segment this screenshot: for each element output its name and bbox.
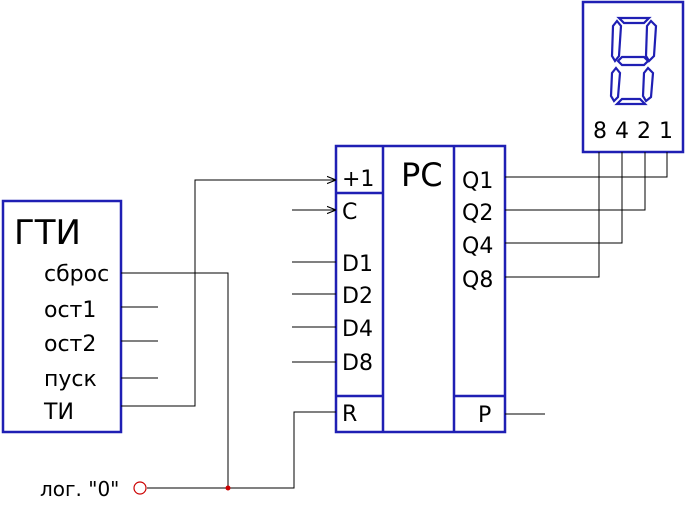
display-weight-8: 8 [593, 119, 607, 144]
wire-q4-to-display [505, 152, 623, 244]
counter-pin-d1: D1 [342, 252, 373, 277]
junction-dot [225, 485, 231, 491]
gti-pin-reset: сброс [44, 262, 109, 287]
seven-segment-display: 8 4 2 1 [581, 0, 685, 154]
wires [121, 152, 668, 489]
display-weight-2: 2 [637, 119, 651, 144]
logic-zero-label: лог. "0" [40, 477, 119, 501]
gti-pin-ost2: ост2 [44, 332, 96, 357]
segment-g [616, 55, 650, 67]
gti-title: ГТИ [14, 213, 81, 253]
wire-q1-to-display [505, 152, 668, 178]
counter-pin-q2: Q2 [462, 201, 493, 226]
counter-pin-d2: D2 [342, 284, 373, 309]
wire-zero-to-r [147, 411, 336, 489]
counter-pin-plus1: +1 [342, 167, 374, 192]
counter-pin-r: R [342, 402, 357, 427]
counter-block: РС +1 C D1 D2 D4 D8 R Q1 Q2 Q4 Q8 P [334, 144, 507, 434]
counter-pin-d8: D8 [342, 351, 373, 376]
segment-b [644, 19, 658, 63]
wire-reset-to-zero [121, 272, 229, 488]
gti-pin-ti: ТИ [43, 400, 74, 425]
gti-pin-start: пуск [44, 367, 97, 392]
segment-d [614, 97, 648, 106]
counter-pin-q8: Q8 [462, 268, 493, 293]
gti-block: ГТИ сброс ост1 ост2 пуск ТИ [1, 199, 123, 434]
counter-pin-q1: Q1 [462, 169, 493, 194]
counter-pin-c: C [342, 200, 357, 225]
counter-pin-q4: Q4 [462, 234, 493, 259]
display-body [581, 0, 685, 154]
display-weight-1: 1 [659, 119, 673, 144]
segment-c [641, 66, 655, 103]
wire-ti-to-plus1 [121, 180, 336, 407]
wire-q8-to-display [505, 152, 600, 278]
gti-body [1, 199, 123, 434]
segment-f [610, 19, 623, 63]
counter-title: РС [401, 156, 443, 194]
segment-a [616, 16, 652, 25]
gti-pin-ost1: ост1 [44, 298, 96, 323]
display-weight-4: 4 [615, 119, 629, 144]
wire-q2-to-display [505, 152, 646, 211]
logic-zero-terminal [133, 481, 147, 495]
segment-e [609, 66, 622, 103]
logic-zero-source: лог. "0" [40, 477, 231, 501]
counter-pin-p: P [478, 403, 491, 428]
counter-pin-d4: D4 [342, 317, 373, 342]
